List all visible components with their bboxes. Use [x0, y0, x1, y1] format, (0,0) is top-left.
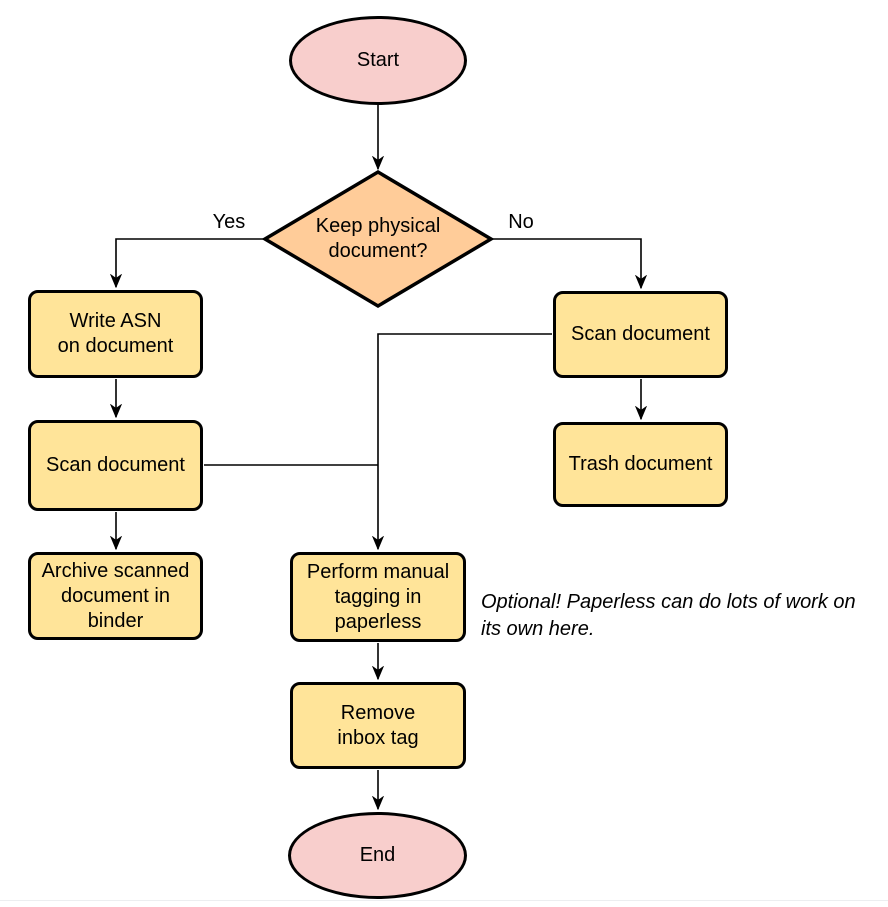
process-remove-inbox-tag: Remove inbox tag: [290, 682, 466, 769]
process-scan-document-right: Scan document: [553, 291, 728, 378]
process-scan-document-left: Scan document: [28, 420, 203, 511]
decision-diamond-shape: [261, 169, 495, 309]
end-node: End: [288, 812, 467, 899]
edge-scan-right-to-perform-tagging: [378, 333, 552, 549]
process-archive-in-binder: Archive scanned document in binder: [28, 552, 203, 640]
process-trash-document: Trash document: [553, 422, 728, 507]
process-write-asn: Write ASN on document: [28, 290, 203, 378]
edge-label-no: No: [508, 211, 534, 233]
page-bottom-divider: [0, 900, 888, 901]
process-perform-manual-tagging: Perform manual tagging in paperless: [290, 552, 466, 642]
start-node: Start: [289, 16, 467, 105]
edge-label-yes: Yes: [212, 211, 246, 233]
edge-decision-no-to-scan-right: [491, 238, 641, 288]
edge-decision-yes-to-write-asn: [116, 238, 265, 287]
optional-note-text: Optional! Paperless can do lots of work …: [481, 591, 856, 640]
decision-node-label: Keep physical document?: [315, 215, 441, 262]
